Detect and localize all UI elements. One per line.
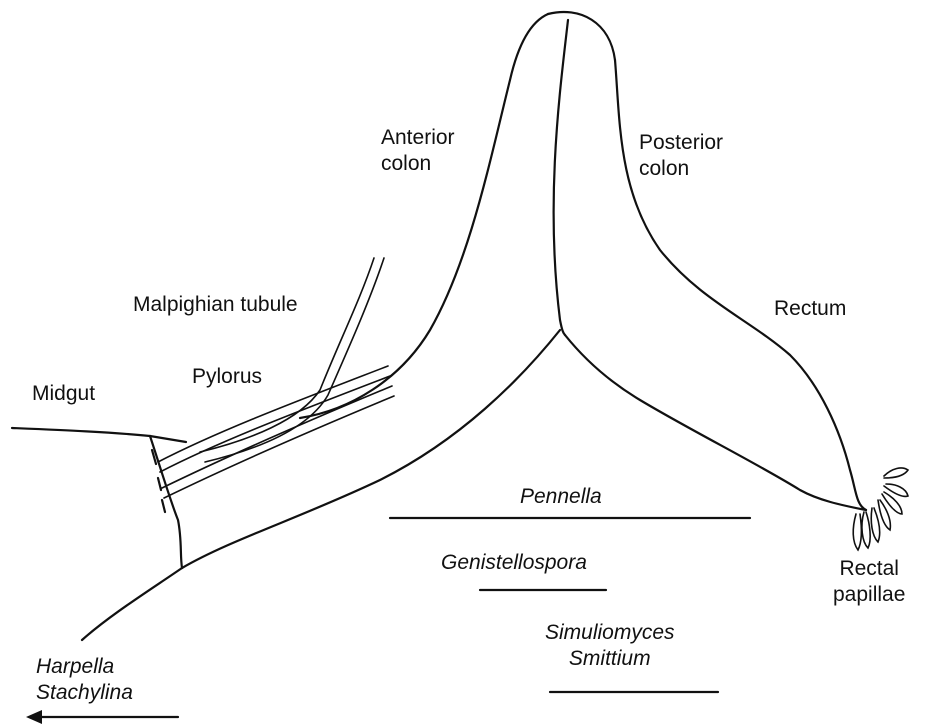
- label-genistellospora: Genistellospora: [441, 550, 587, 576]
- label-simuliomyces: Simuliomyces: [545, 620, 675, 646]
- anterior-colon-left-wall: [300, 14, 548, 418]
- label-harpella: Harpella: [36, 654, 133, 680]
- colon-apex: [548, 12, 615, 60]
- label-harpella-stachylina: Harpella Stachylina: [36, 654, 133, 705]
- label-rectal-papillae: Rectal papillae: [833, 556, 905, 607]
- label-stachylina: Stachylina: [36, 680, 133, 706]
- label-pylorus: Pylorus: [192, 364, 262, 390]
- pylorus-upper-edge: [150, 436, 186, 442]
- rectum-lower-wall: [565, 335, 866, 510]
- colon-division-line: [554, 20, 568, 335]
- label-smittium: Smittium: [545, 646, 675, 672]
- malpighian-tubule-drawing: [200, 258, 384, 462]
- label-midgut: Midgut: [32, 381, 95, 407]
- label-rectal-papillae-line1: Rectal: [833, 556, 905, 582]
- label-posterior-colon-line2: colon: [639, 156, 723, 182]
- label-rectum: Rectum: [774, 296, 846, 322]
- label-anterior-colon-line1: Anterior: [381, 125, 455, 151]
- arrow-left-icon: [26, 710, 42, 724]
- midgut-lower-outline: [82, 568, 182, 640]
- label-posterior-colon-line1: Posterior: [639, 130, 723, 156]
- label-anterior-colon-line2: colon: [381, 151, 455, 177]
- label-pennella: Pennella: [520, 484, 602, 510]
- label-rectal-papillae-line2: papillae: [833, 582, 905, 608]
- label-anterior-colon: Anterior colon: [381, 125, 455, 176]
- label-posterior-colon: Posterior colon: [639, 130, 723, 181]
- midgut-outline: [12, 428, 150, 436]
- label-malpighian-tubule: Malpighian tubule: [133, 292, 298, 318]
- posterior-colon-right-wall: [615, 60, 866, 510]
- label-simuliomyces-smittium: Simuliomyces Smittium: [545, 620, 675, 671]
